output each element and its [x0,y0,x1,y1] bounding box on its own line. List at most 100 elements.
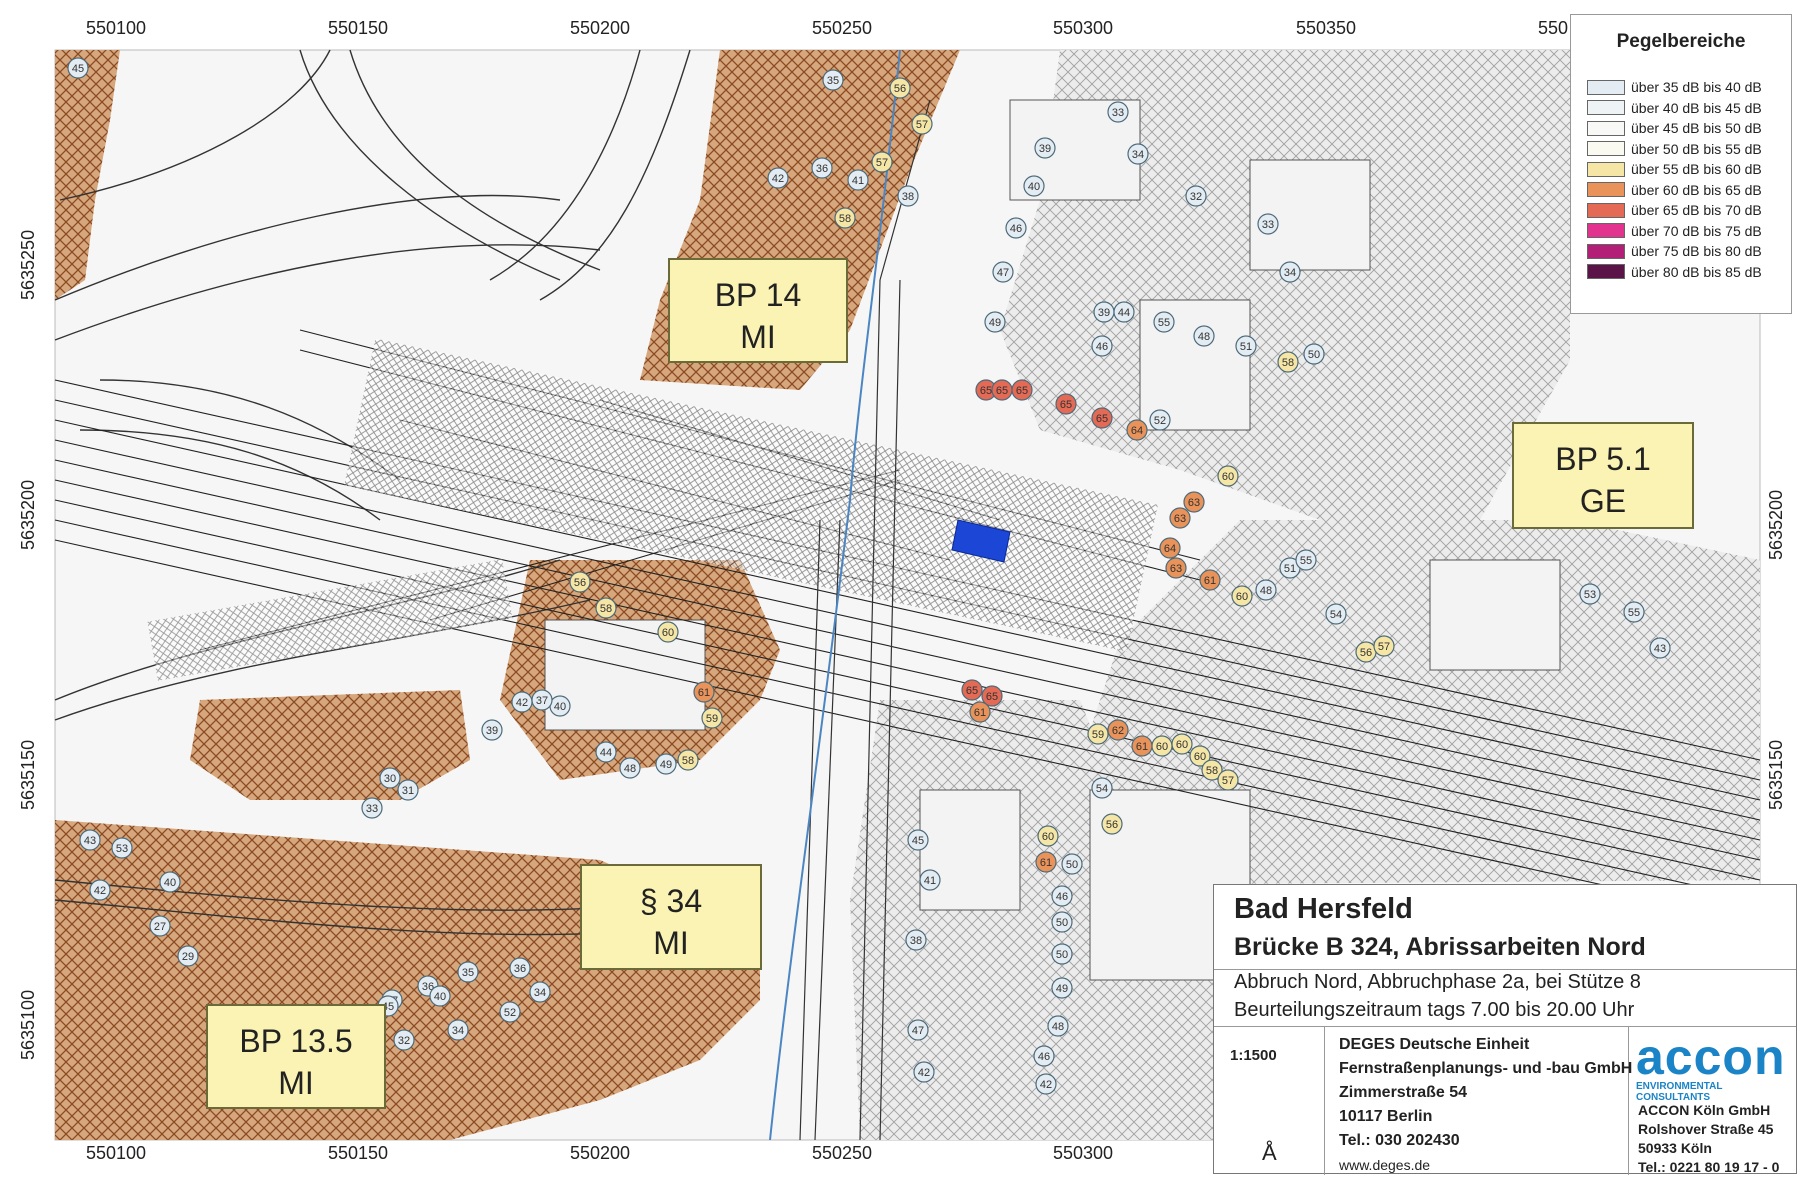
receiver-symbol [1199,569,1221,591]
receiver-symbol [1279,261,1301,283]
receiver-level: 36 [422,981,434,993]
receiver-level: 63 [1188,497,1200,509]
legend-item: über 75 dB bis 80 dB [1587,241,1791,262]
receiver-level: 50 [1056,949,1068,961]
receiver-symbol [907,1019,929,1041]
receiver-symbol [1295,549,1317,571]
road-lines [54,49,691,936]
receiver-marker: 55 [1623,601,1645,623]
receiver-level: 61 [698,687,710,699]
receiver-symbol [1189,745,1211,767]
x-coord-label: 550300 [1053,18,1114,38]
x-coord-label: 550100 [86,18,147,38]
zone-label-line2: MI [740,319,776,355]
receiver-symbol [1149,409,1171,431]
receiver-level: 58 [682,755,694,767]
legend-swatch [1587,100,1625,116]
zone-label-line2: MI [278,1065,314,1101]
receiver-marker: 34 [529,981,551,1003]
receiver-marker: 58 [595,597,617,619]
receiver-marker: 58 [1201,759,1223,781]
receiver-marker: 61 [1035,851,1057,873]
receiver-symbol [529,981,551,1003]
receiver-level: 46 [1010,223,1022,235]
legend-item: über 35 dB bis 40 dB [1587,77,1791,98]
receiver-marker: 55 [1295,549,1317,571]
receiver-marker: 42 [1035,1073,1057,1095]
receiver-symbol [1153,311,1175,333]
receiver-level: 55 [1300,555,1312,567]
receiver-marker: 39 [1034,137,1056,159]
receiver-symbol [1303,343,1325,365]
receiver-symbol [499,1001,521,1023]
hatch-area [190,690,470,800]
receiver-marker: 44 [1113,301,1135,323]
receiver-marker: 61 [969,701,991,723]
receiver-level: 33 [1112,107,1124,119]
receiver-marker: 52 [499,1001,521,1023]
receiver-marker: 52 [1149,409,1171,431]
zone-label-line1: § 34 [639,883,703,919]
receiver-level: 56 [1360,647,1372,659]
receiver-symbol [1011,379,1033,401]
receiver-marker: 60 [1151,735,1173,757]
receiver-marker: 43 [79,829,101,851]
legend-item: über 80 dB bis 85 dB [1587,262,1791,283]
contractor-street: Rolshover Straße 45 [1638,1121,1774,1137]
receiver-symbol [822,69,844,91]
receiver-marker: 36 [509,957,531,979]
receiver-marker: 59 [701,707,723,729]
receiver-symbol [1217,769,1239,791]
receiver-marker: 29 [177,945,199,967]
receiver-symbol [79,829,101,851]
receiver-level: 34 [452,1025,464,1037]
receiver-level: 49 [989,317,1001,329]
receiver-level: 48 [1260,585,1272,597]
receiver-level: 39 [1098,307,1110,319]
legend-swatch [1587,161,1625,177]
receiver-marker: 57 [1373,635,1395,657]
receiver-symbol [1579,583,1601,605]
receiver-symbol [1185,185,1207,207]
receiver-level: 62 [1112,725,1124,737]
receiver-marker: 46 [1005,217,1027,239]
legend-swatch [1587,182,1625,198]
receiver-level: 46 [1038,1051,1050,1063]
receiver-symbol [447,1019,469,1041]
receiver-symbol [1217,465,1239,487]
receiver-level: 48 [624,763,636,775]
receiver-symbol [177,945,199,967]
receiver-level: 36 [514,963,526,975]
receiver-marker: 65 [1055,393,1077,415]
client-website[interactable]: www.deges.de [1339,1157,1431,1173]
client-street: Zimmerstraße 54 [1339,1084,1468,1101]
client-info: DEGES Deutsche Einheit Fernstraßenplanun… [1339,1033,1632,1177]
receiver-level: 34 [1284,267,1296,279]
receiver-level: 42 [772,173,784,185]
receiver-level: 59 [706,713,718,725]
receiver-level: 48 [1198,331,1210,343]
receiver-symbol [361,797,383,819]
receiver-level: 50 [1056,917,1068,929]
receiver-marker: 46 [1051,885,1073,907]
receiver-symbol [1201,759,1223,781]
receiver-level: 60 [1236,591,1248,603]
x-coord-label: 550200 [570,1143,631,1163]
zone-label-bp135: BP 13.5 MI [206,1004,386,1109]
contractor-city: 50933 Köln [1638,1140,1712,1156]
receiver-marker: 60 [1217,465,1239,487]
receiver-marker: 61 [1199,569,1221,591]
receiver-marker: 60 [1037,825,1059,847]
receiver-marker: 39 [1093,301,1115,323]
receiver-marker: 65 [981,685,1003,707]
receiver-level: 60 [1042,831,1054,843]
legend-item: über 50 dB bis 55 dB [1587,139,1791,160]
receiver-level: 43 [1654,643,1666,655]
receiver-symbol [911,113,933,135]
receiver-level: 54 [1330,609,1342,621]
receiver-marker: 35 [457,961,479,983]
x-coord-label: 550250 [812,18,873,38]
receiver-level: 63 [1174,513,1186,525]
receiver-symbol [1165,557,1187,579]
receiver-marker: 44 [595,741,617,763]
